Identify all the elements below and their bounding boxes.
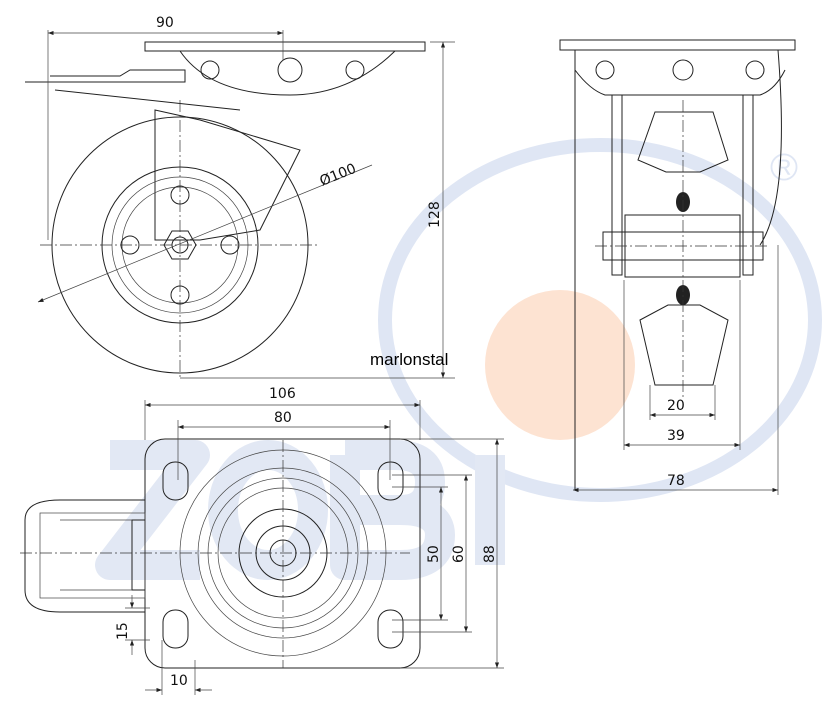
registered-mark: ®	[770, 147, 798, 189]
dim-plate-width-106: 106	[269, 386, 296, 402]
dim-plate-length-88: 88	[482, 545, 498, 563]
brand-label: marlonstal	[370, 350, 448, 369]
dim-hole-spacing-60: 60	[451, 545, 467, 563]
dim-hole-spacing-80: 80	[274, 410, 292, 426]
dim-brake-width-10: 10	[170, 673, 188, 689]
top-view: 106 80 50 60 88 15 10	[20, 386, 504, 695]
dim-diameter-100: Ø100	[318, 161, 359, 190]
dim-tread-20: 20	[667, 398, 685, 414]
dim-width-90: 90	[156, 15, 174, 31]
dim-hole-spacing-50: 50	[426, 545, 442, 563]
watermark-logo: ®	[95, 138, 822, 580]
dim-overall-78: 78	[667, 473, 685, 489]
dim-height-128: 128	[427, 201, 443, 228]
dim-brake-offset-15: 15	[115, 622, 131, 640]
front-view: 20 39 78	[559, 39, 796, 495]
side-view: 90 Ø100 128 marlonstal	[25, 15, 455, 380]
dim-hub-39: 39	[667, 428, 685, 444]
